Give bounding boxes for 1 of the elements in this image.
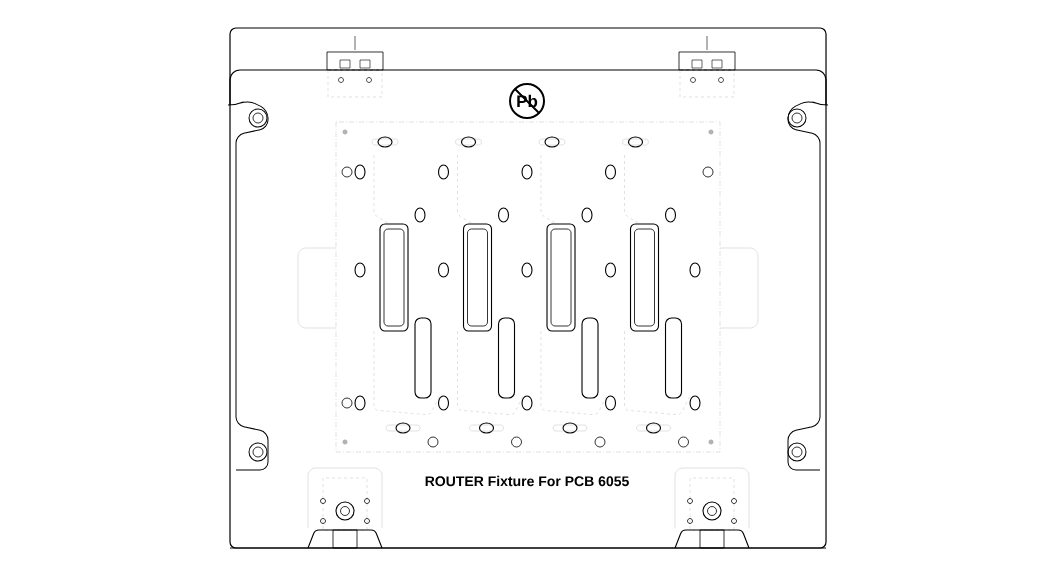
fixture-title: ROUTER Fixture For PCB 6055 [425, 475, 629, 487]
